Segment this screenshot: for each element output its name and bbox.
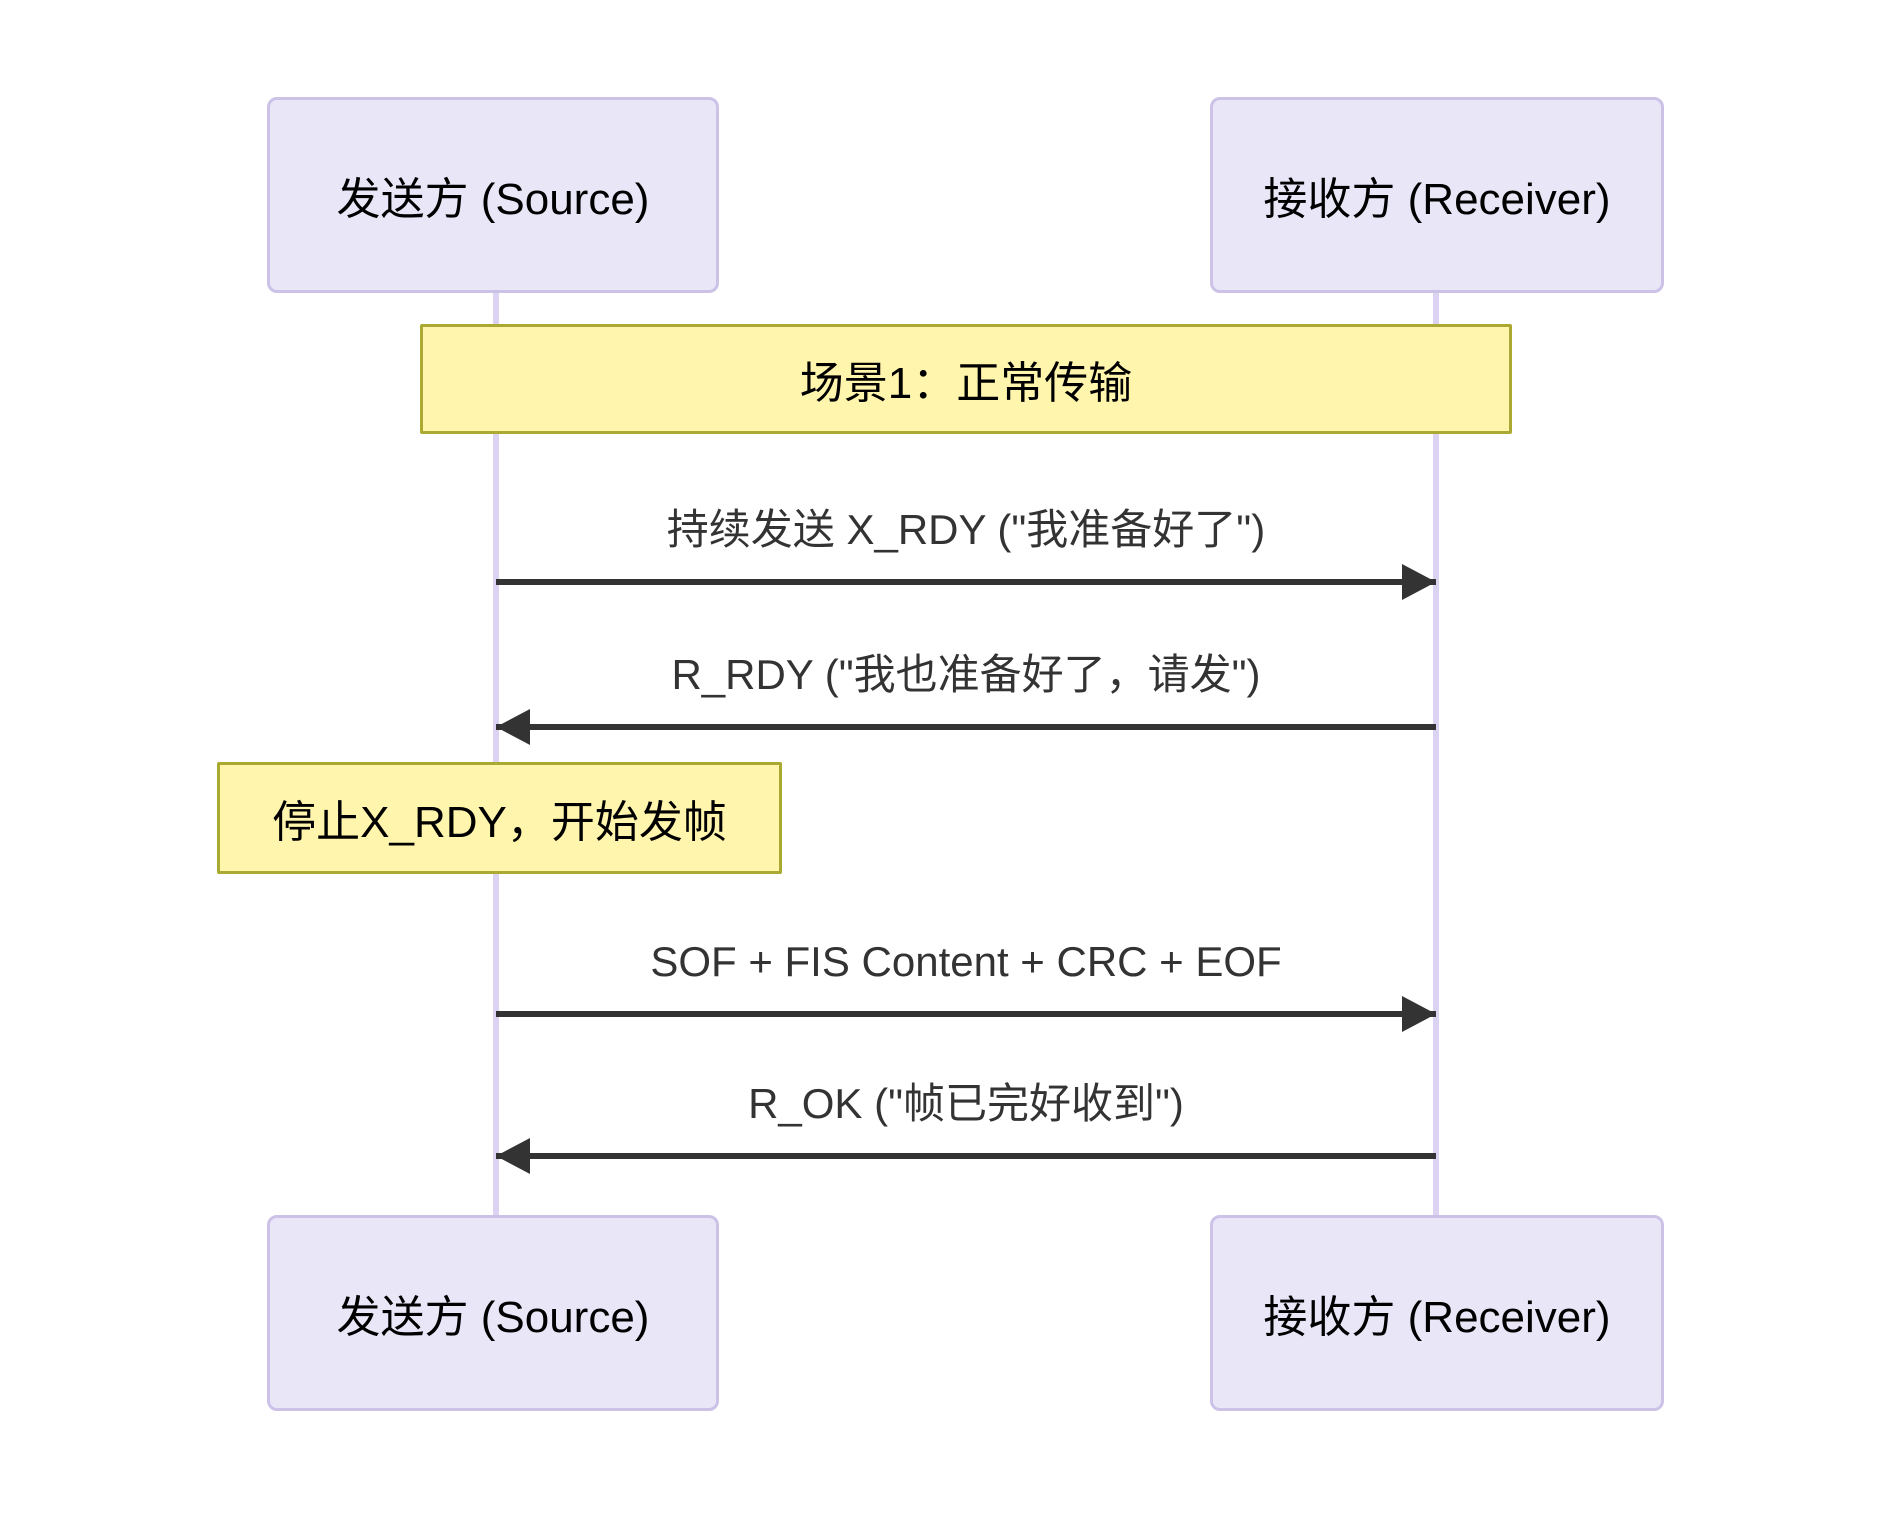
arrowhead-right-icon (1402, 564, 1436, 600)
actor-box-source-top: 发送方 (Source) (267, 97, 719, 293)
actor-box-receiver-bottom: 接收方 (Receiver) (1210, 1215, 1664, 1411)
message-label: SOF + FIS Content + CRC + EOF (650, 938, 1282, 985)
arrowhead-left-icon (496, 709, 530, 745)
actor-label: 发送方 (Source) (336, 1293, 650, 1342)
arrowhead-right-icon (1402, 996, 1436, 1032)
actor-label: 接收方 (Receiver) (1263, 175, 1611, 224)
message-line (496, 1138, 1436, 1174)
lifeline-receiver (1433, 293, 1439, 1218)
actor-box-receiver-top: 接收方 (Receiver) (1210, 97, 1664, 293)
actor-box-source-bottom: 发送方 (Source) (267, 1215, 719, 1411)
arrowhead-left-icon (496, 1138, 530, 1174)
note-text: 场景1：正常传输 (799, 359, 1133, 408)
note-scenario-1: 场景1：正常传输 (420, 324, 1512, 434)
note-stop-xrdy: 停止X_RDY，开始发帧 (217, 762, 782, 874)
message-line (496, 996, 1436, 1032)
message-label: R_RDY ("我也准备好了，请发") (671, 651, 1261, 698)
message-label: R_OK ("帧已完好收到") (748, 1080, 1184, 1127)
actor-label: 发送方 (Source) (336, 175, 650, 224)
lifeline-source (493, 293, 499, 1218)
message-line (496, 564, 1436, 600)
message-line (496, 709, 1436, 745)
message-label: 持续发送 X_RDY ("我准备好了") (666, 506, 1266, 553)
actor-label: 接收方 (Receiver) (1263, 1293, 1611, 1342)
note-text: 停止X_RDY，开始发帧 (272, 798, 727, 847)
